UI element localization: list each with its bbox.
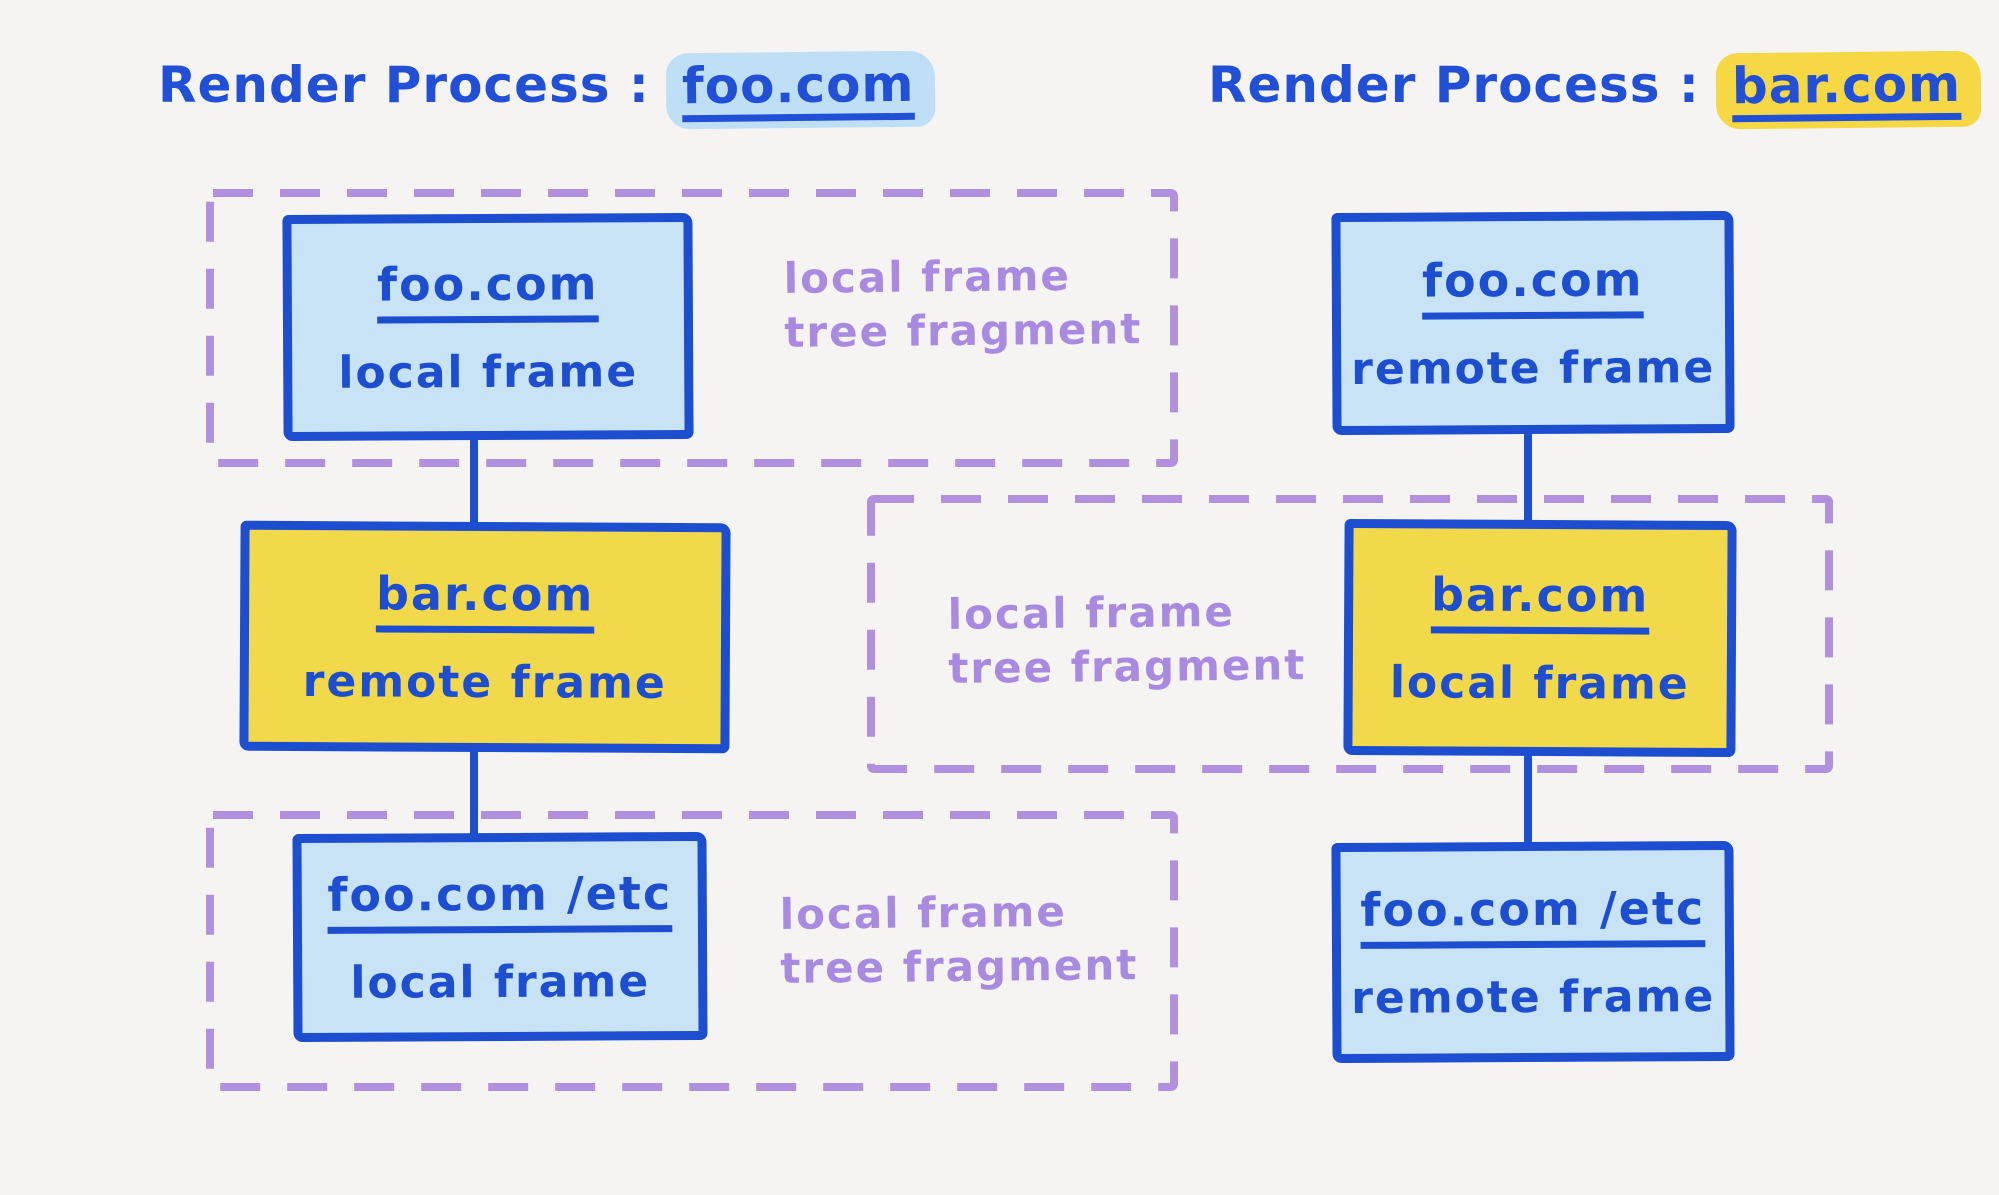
frame-node-type: local frame bbox=[1389, 656, 1690, 710]
title-domain-highlight-bar: bar.com bbox=[1715, 50, 1982, 130]
connector-line bbox=[1524, 754, 1532, 844]
frame-node-fooetc-remote: foo.com /etc remote frame bbox=[1331, 840, 1735, 1064]
frame-node-domain: bar.com bbox=[1430, 566, 1650, 623]
fragment-label-line2: tree fragment bbox=[780, 939, 1139, 993]
fragment-label: local frame tree fragment bbox=[783, 248, 1142, 359]
fragment-label-line2: tree fragment bbox=[948, 639, 1307, 693]
frame-node-domain: bar.com bbox=[375, 565, 595, 622]
connector-line bbox=[470, 438, 478, 526]
frame-node-type: local frame bbox=[338, 345, 639, 399]
fragment-label-line1: local frame bbox=[783, 250, 1072, 303]
frame-node-foo-remote: foo.com remote frame bbox=[1331, 210, 1735, 436]
frame-node-bar-remote: bar.com remote frame bbox=[239, 520, 731, 754]
frame-node-domain: foo.com /etc bbox=[327, 865, 673, 922]
frame-node-type: remote frame bbox=[1351, 970, 1716, 1024]
title-domain-highlight-foo: foo.com bbox=[665, 50, 935, 130]
frame-node-type: local frame bbox=[350, 955, 651, 1009]
connector-line bbox=[470, 750, 478, 842]
frame-node-domain: foo.com bbox=[1421, 251, 1644, 308]
frame-node-type: remote frame bbox=[1351, 341, 1716, 395]
frame-node-foo-local: foo.com local frame bbox=[282, 212, 694, 442]
fragment-label: local frame tree fragment bbox=[779, 884, 1138, 995]
fragment-dashed-border bbox=[206, 811, 1178, 1091]
fragment-label: local frame tree fragment bbox=[947, 584, 1306, 695]
frame-node-bar-local: bar.com local frame bbox=[1343, 518, 1737, 758]
connector-line bbox=[1524, 432, 1532, 526]
frame-node-domain: foo.com bbox=[376, 255, 599, 312]
title-prefix: Render Process : bbox=[1208, 56, 1700, 114]
fragment-dashed-border bbox=[206, 189, 1178, 467]
render-process-title-bar: Render Process : bar.com bbox=[1208, 50, 1982, 130]
title-prefix: Render Process : bbox=[158, 56, 650, 114]
render-process-title-foo: Render Process : foo.com bbox=[158, 50, 935, 130]
fragment-dashed-border bbox=[867, 495, 1833, 773]
frame-node-domain: foo.com /etc bbox=[1360, 880, 1706, 937]
frame-node-type: remote frame bbox=[302, 655, 667, 709]
fragment-label-line1: local frame bbox=[947, 586, 1236, 639]
fragment-label-line2: tree fragment bbox=[784, 303, 1143, 357]
frame-node-fooetc-local: foo.com /etc local frame bbox=[292, 831, 708, 1043]
fragment-label-line1: local frame bbox=[779, 886, 1068, 939]
